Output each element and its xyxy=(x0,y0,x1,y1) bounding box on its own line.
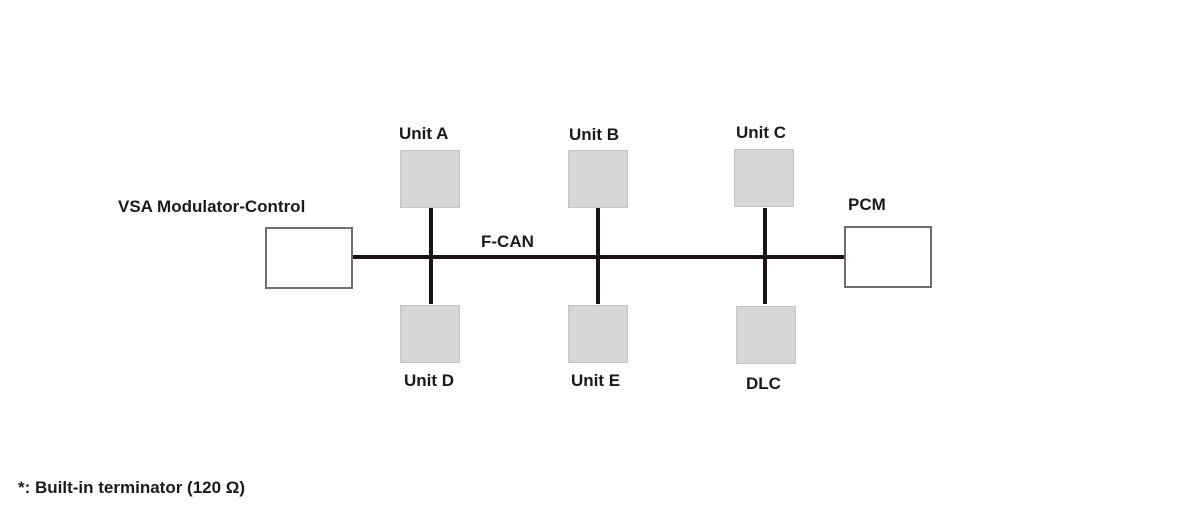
unit-a-box xyxy=(400,150,460,208)
stub-unit-e xyxy=(596,258,600,304)
stub-unit-b xyxy=(596,208,600,258)
unit-b-label: Unit B xyxy=(569,125,620,144)
stub-unit-a xyxy=(429,208,433,258)
unit-e-label: Unit E xyxy=(571,371,621,390)
stub-dlc xyxy=(763,258,767,304)
vsa-modulator-control-box xyxy=(265,227,353,289)
vsa-modulator-control-label: VSA Modulator-Control xyxy=(118,197,306,216)
unit-b-box xyxy=(568,150,628,208)
unit-d-label: Unit D xyxy=(404,371,455,390)
terminator-footnote: *: Built-in terminator (120 Ω) xyxy=(18,478,246,497)
f-can-bus-label: F-CAN xyxy=(481,232,534,251)
stub-unit-d xyxy=(429,258,433,304)
unit-e-box xyxy=(568,305,628,363)
unit-c-label: Unit C xyxy=(736,123,787,142)
stub-unit-c xyxy=(763,208,767,258)
pcm-box xyxy=(844,226,932,288)
unit-a-label: Unit A xyxy=(399,124,449,143)
dlc-box xyxy=(736,306,796,364)
pcm-label: PCM xyxy=(848,195,886,214)
unit-d-box xyxy=(400,305,460,363)
unit-c-box xyxy=(734,149,794,207)
dlc-label: DLC xyxy=(746,374,781,393)
